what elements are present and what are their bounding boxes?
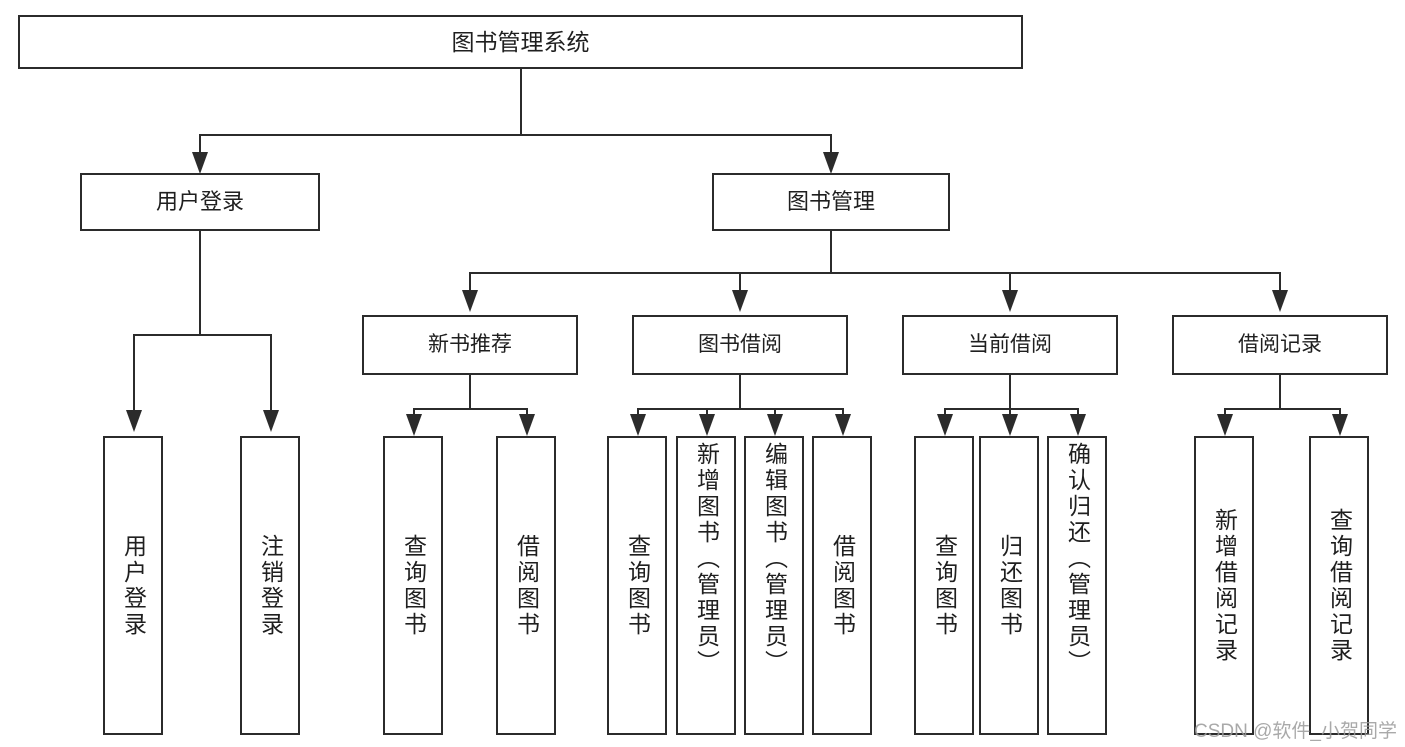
connector-book-borrow-bus (637, 408, 843, 410)
leaf-edit-book-admin[interactable]: 编辑图书（管理员） (744, 436, 804, 735)
arrowhead-book-borrow-leaf3 (767, 414, 783, 436)
connector-user-login-leaf2 (270, 334, 272, 414)
connector-user-login-bus (133, 334, 271, 336)
node-label: 图书管理 (786, 189, 875, 215)
connector-to-book-manage (830, 134, 832, 156)
node-borrow-records[interactable]: 借阅记录 (1172, 315, 1388, 375)
leaf-label: 归还图书 (996, 533, 1023, 638)
leaf-query-book-recommend[interactable]: 查询图书 (383, 436, 443, 735)
arrowhead-borrow-records-leaf2 (1332, 414, 1348, 436)
leaf-return-book[interactable]: 归还图书 (979, 436, 1039, 735)
connector-level2-bus (199, 134, 831, 136)
leaf-borrow-book[interactable]: 借阅图书 (812, 436, 872, 735)
connector-user-login-leaf1 (133, 334, 135, 414)
leaf-label: 新增图书（管理员） (693, 442, 720, 676)
connector-book-borrow-stem (739, 375, 741, 409)
arrowhead-current-borrow-leaf3 (1070, 414, 1086, 436)
arrowhead-book-borrow-leaf4 (835, 414, 851, 436)
leaf-label: 确认归还（管理员） (1064, 442, 1091, 676)
connector-current-borrow-bus (944, 408, 1079, 410)
leaf-label: 查询图书 (400, 533, 427, 638)
arrowhead-book-borrow-leaf1 (630, 414, 646, 436)
leaf-label: 查询图书 (931, 533, 958, 638)
leaf-logout[interactable]: 注销登录 (240, 436, 300, 735)
connector-level3-bus (469, 272, 1281, 274)
leaf-label: 编辑图书（管理员） (761, 442, 788, 676)
leaf-label: 借阅图书 (513, 533, 540, 638)
arrowhead-new-book (462, 290, 478, 312)
leaf-query-borrow-record[interactable]: 查询借阅记录 (1309, 436, 1369, 735)
arrowhead-book-borrow (732, 290, 748, 312)
connector-borrow-records-stem (1279, 375, 1281, 409)
connector-current-borrow-stem (1009, 375, 1011, 409)
connector-to-user-login (199, 134, 201, 156)
arrowhead-user-login (192, 152, 208, 174)
connector-to-borrow-records (1279, 272, 1281, 294)
leaf-confirm-return-admin[interactable]: 确认归还（管理员） (1047, 436, 1107, 735)
connector-borrow-records-bus (1224, 408, 1340, 410)
node-user-login[interactable]: 用户登录 (80, 173, 320, 231)
node-label: 新书推荐 (428, 332, 512, 356)
connector-to-new-book (469, 272, 471, 294)
arrowhead-borrow-records-leaf1 (1217, 414, 1233, 436)
arrowhead-current-borrow-leaf2 (1002, 414, 1018, 436)
node-label: 用户登录 (155, 189, 244, 215)
leaf-borrow-book-recommend[interactable]: 借阅图书 (496, 436, 556, 735)
watermark-text: CSDN @软件_小贺同学 (1194, 721, 1397, 742)
arrowhead-borrow-records (1272, 290, 1288, 312)
node-book-manage[interactable]: 图书管理 (712, 173, 950, 231)
connector-root-stem (520, 69, 522, 135)
leaf-label: 用户登录 (120, 533, 147, 638)
arrowhead-new-book-leaf2 (519, 414, 535, 436)
connector-book-manage-stem (830, 231, 832, 273)
arrowhead-book-borrow-leaf2 (699, 414, 715, 436)
connector-new-book-stem (469, 375, 471, 409)
node-label: 图书借阅 (698, 332, 782, 356)
arrowhead-book-manage (823, 152, 839, 174)
leaf-label: 新增借阅记录 (1211, 507, 1238, 664)
leaf-label: 查询图书 (624, 533, 651, 638)
connector-user-login-stem (199, 231, 201, 335)
node-label: 借阅记录 (1238, 332, 1322, 356)
connector-to-current-borrow (1009, 272, 1011, 294)
arrowhead-current-borrow-leaf1 (937, 414, 953, 436)
leaf-label: 查询借阅记录 (1326, 507, 1353, 664)
leaf-query-book-borrow[interactable]: 查询图书 (607, 436, 667, 735)
arrowhead-new-book-leaf1 (406, 414, 422, 436)
leaf-label: 注销登录 (257, 533, 284, 638)
arrowhead-user-login-leaf2 (263, 410, 279, 432)
node-book-borrow[interactable]: 图书借阅 (632, 315, 848, 375)
leaf-user-login[interactable]: 用户登录 (103, 436, 163, 735)
leaf-query-book-current[interactable]: 查询图书 (914, 436, 974, 735)
connector-to-book-borrow (739, 272, 741, 294)
arrowhead-current-borrow (1002, 290, 1018, 312)
node-current-borrow[interactable]: 当前借阅 (902, 315, 1118, 375)
node-label: 当前借阅 (968, 332, 1052, 356)
leaf-add-borrow-record[interactable]: 新增借阅记录 (1194, 436, 1254, 735)
leaf-label: 借阅图书 (829, 533, 856, 638)
arrowhead-user-login-leaf1 (126, 410, 142, 432)
node-new-book-recommend[interactable]: 新书推荐 (362, 315, 578, 375)
node-label: 图书管理系统 (451, 28, 590, 55)
node-root-system[interactable]: 图书管理系统 (18, 15, 1023, 69)
leaf-add-book-admin[interactable]: 新增图书（管理员） (676, 436, 736, 735)
connector-new-book-bus (413, 408, 527, 410)
